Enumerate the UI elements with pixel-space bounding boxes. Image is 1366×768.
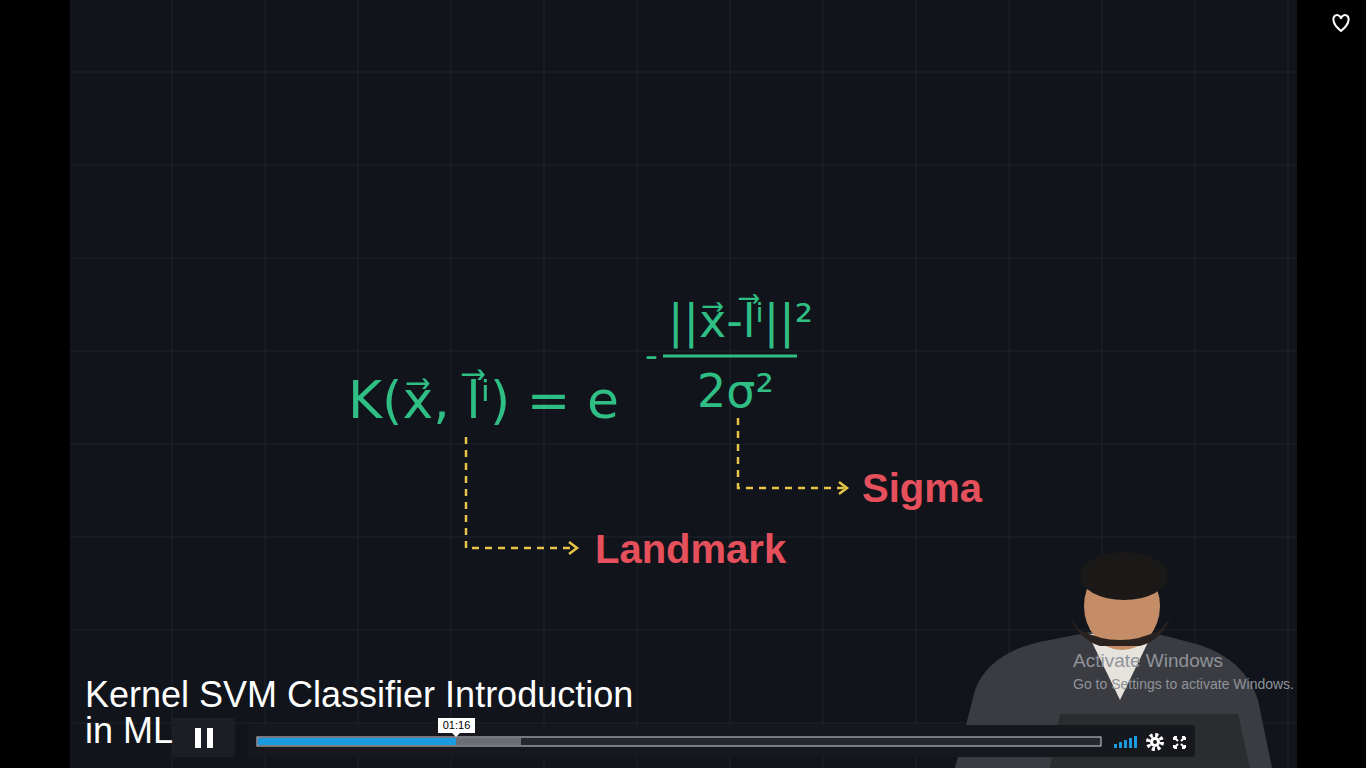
exponent-denominator: 2σ² [697, 368, 774, 414]
callout-label: Landmark [595, 529, 786, 569]
watermark: Go to Settings to activate Windows. [1073, 677, 1294, 691]
grid-lines [70, 0, 1297, 768]
callout-label: Sigma [862, 468, 982, 508]
presenter-beard [1070, 618, 1170, 646]
kernel-formula: K(x⃗, l⃗ⁱ) = e [348, 374, 619, 426]
fullscreen-icon [1174, 737, 1185, 748]
control-bar [248, 725, 1195, 757]
watermark: Activate Windows [1073, 651, 1223, 670]
sigma-leader [738, 418, 844, 488]
volume-icon [1114, 736, 1137, 748]
player-controls [172, 718, 1195, 757]
pause-bar [195, 728, 201, 748]
board-background [70, 0, 1297, 768]
favorite-icon [1333, 15, 1348, 31]
progress-track [257, 737, 1101, 746]
video-title: Kernel SVM Classifier Introduction in ML [85, 677, 650, 749]
settings-icon [1148, 735, 1162, 749]
fraction-bar [663, 355, 797, 358]
pause-button [172, 718, 235, 757]
landmark-leader [466, 437, 574, 548]
landmark-arrowhead [569, 542, 577, 554]
pause-bar [207, 728, 213, 748]
presenter-hair [1080, 552, 1168, 600]
exponent-minus: - [645, 337, 658, 373]
buffered-bar [258, 738, 521, 745]
exponent-numerator: ||x⃗-l⃗ⁱ||² [668, 298, 813, 344]
time-tooltip: 01:16 [438, 718, 475, 733]
sigma-arrowhead [839, 482, 847, 494]
played-bar [258, 738, 456, 745]
tooltip-pointer [452, 733, 460, 737]
